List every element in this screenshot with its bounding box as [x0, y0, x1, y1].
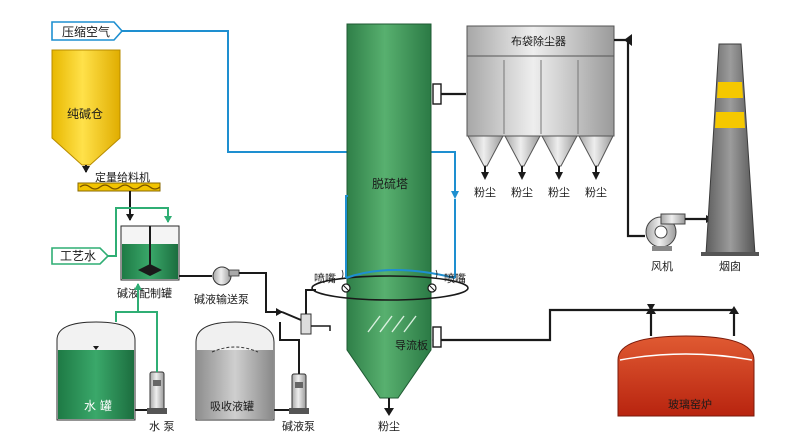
furnace-arrow-left — [646, 306, 656, 314]
glass-furnace-label: 玻璃窑炉 — [668, 397, 712, 411]
chimney: 烟囱 — [701, 43, 759, 273]
centrifugal-fan-icon: 风机 — [645, 213, 686, 273]
feeder: 定量给料机 — [77, 170, 161, 192]
water-tank-label: 水 罐 — [84, 399, 112, 413]
soda-silo: 纯碱仓 — [51, 49, 121, 173]
alkali-pump-icon: 碱液输送泵 — [194, 266, 249, 306]
bag-filter: 布袋除尘器 — [466, 25, 615, 167]
alkali-pump2-label: 碱液泵 — [282, 419, 315, 433]
nozzle-right-label: 喷嘴 — [444, 272, 466, 285]
chimney-label: 烟囱 — [719, 259, 741, 273]
absorption-tank-label: 吸收液罐 — [210, 399, 254, 413]
water-pump-label: 水 泵 — [149, 420, 175, 433]
valve-to-ring — [305, 289, 316, 314]
glass-furnace: 玻璃窑炉 — [617, 335, 755, 417]
hopper-dust-label-3: 粉尘 — [548, 186, 570, 199]
spray-ring — [311, 195, 469, 301]
tower-outlet-flange — [432, 83, 442, 105]
air-arrow — [451, 191, 459, 199]
furnace-arrow-right — [729, 306, 739, 314]
hopper-dust-label-4: 粉尘 — [585, 186, 607, 199]
hopper-dust-outlets: 粉尘 粉尘 粉尘 粉尘 — [474, 166, 607, 199]
line-to-valve — [281, 311, 302, 321]
fan-label: 风机 — [651, 259, 673, 273]
hopper-dust-label-1: 粉尘 — [474, 186, 496, 199]
tower-inlet-flange — [432, 326, 442, 348]
alkali-mix-tank-label: 碱液配制罐 — [117, 286, 172, 300]
spray-nozzle-icon — [341, 269, 351, 293]
process-water-line — [108, 207, 172, 257]
tower-label: 脱硫塔 — [372, 176, 408, 191]
bag-to-fan-line — [614, 38, 645, 238]
water-return-line — [115, 311, 138, 322]
hopper-dust-label-2: 粉尘 — [511, 186, 533, 199]
alkali-pump2-icon: 碱液泵 — [282, 373, 315, 433]
compressed-air-label: 压缩空气 — [51, 21, 124, 41]
soda-silo-label: 纯碱仓 — [67, 107, 103, 121]
tower-dust-label: 粉尘 — [378, 420, 400, 433]
bag-filter-label: 布袋除尘器 — [511, 34, 566, 48]
absorption-tank: 吸收液罐 — [195, 321, 275, 421]
water-tank: 水 罐 — [56, 321, 136, 421]
nozzle-left-label: 喷嘴 — [314, 272, 336, 285]
flue-to-tower-line — [433, 308, 736, 342]
water-pump-to-mix-line — [134, 283, 158, 372]
process-water-label: 工艺水 — [51, 247, 110, 265]
alkali-mix-tank: 碱液配制罐 — [117, 225, 180, 300]
pump2-line — [279, 322, 300, 374]
compressed-air-line — [122, 30, 456, 195]
guide-plate-label: 导流板 — [395, 338, 428, 352]
bag-outlet-arrow — [624, 34, 632, 46]
mixing-valve — [300, 313, 312, 335]
valve-side — [311, 325, 331, 331]
pump-to-tank-line — [239, 272, 283, 316]
spray-nozzle-icon — [427, 269, 438, 293]
svg-text:工艺水: 工艺水 — [60, 249, 96, 263]
desulfurization-tower: 脱硫塔 导流板 粉尘 — [346, 23, 432, 433]
water-pump-icon: 水 泵 — [147, 371, 175, 433]
feeder-label: 定量给料机 — [95, 170, 150, 184]
svg-text:压缩空气: 压缩空气 — [62, 24, 110, 39]
alkali-pump-label: 碱液输送泵 — [194, 292, 249, 306]
